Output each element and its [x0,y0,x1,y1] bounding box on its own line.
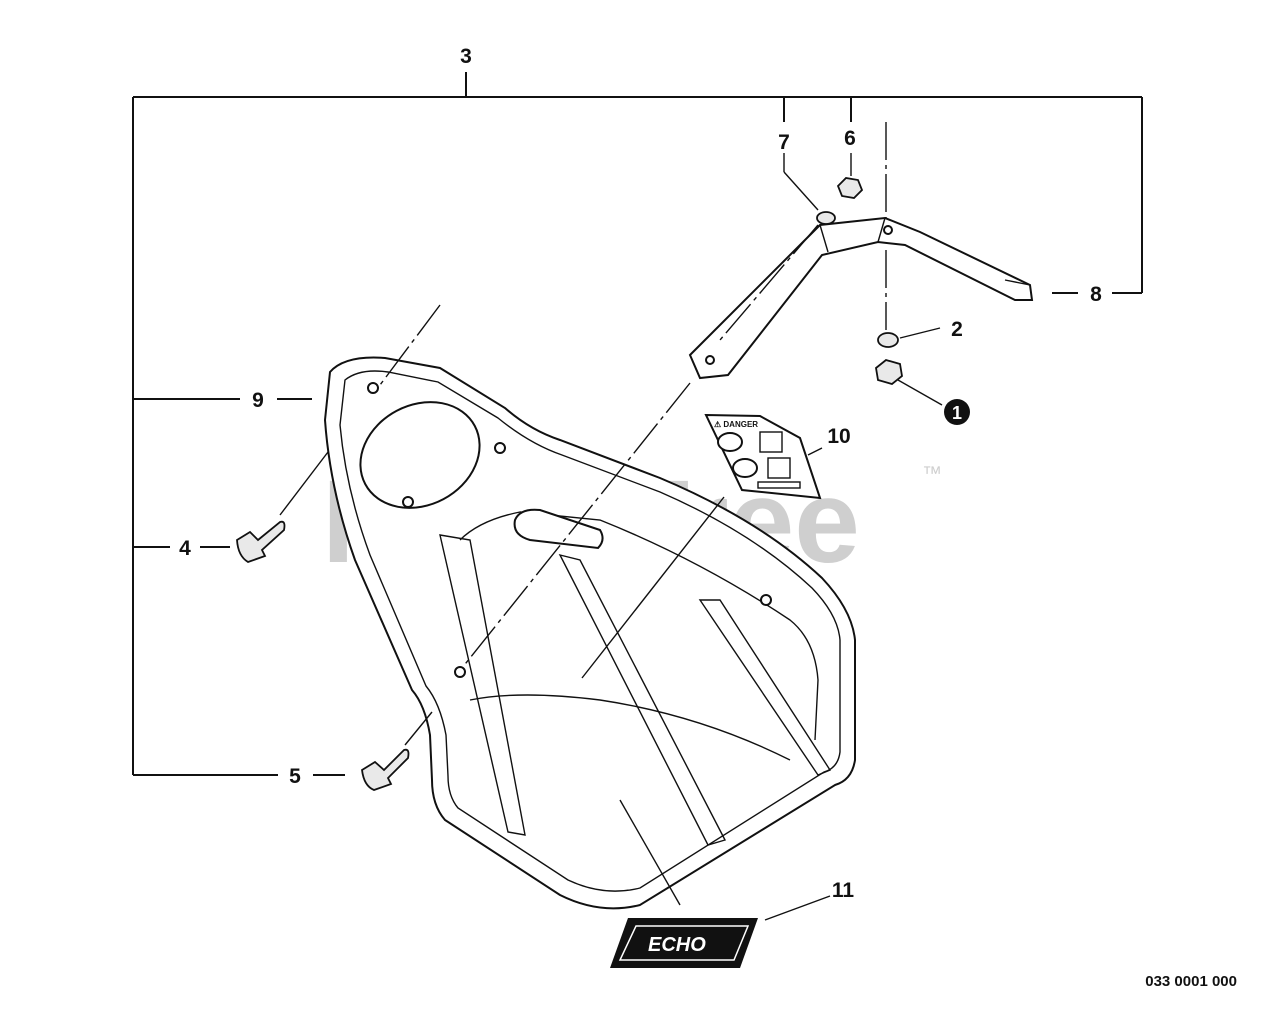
callout-1: 1 [952,403,962,423]
callout-1-badge [944,399,970,425]
callout-10: 10 [827,425,850,448]
callout-5: 5 [289,765,301,788]
assembly-bracket [132,72,1143,776]
callout-4: 4 [179,537,191,560]
logo-brand: ECHO [648,934,706,956]
danger-decal: ⚠ DANGER [704,413,822,500]
callout-9: 9 [252,389,264,412]
leader-lines [279,122,943,921]
watermark-trademark: ™ [922,463,942,485]
bracket [688,216,1034,380]
hardware [236,177,903,791]
callout-7: 7 [778,131,790,154]
decal-heading: ⚠ DANGER [714,420,758,429]
callout-8: 8 [1090,283,1102,306]
callout-6: 6 [844,127,856,150]
debris-shield [323,356,856,910]
diagram-code: 033 0001 000 [1145,973,1237,990]
echo-logo-decal: ECHO [610,918,758,968]
callout-2: 2 [951,318,963,341]
callout-11: 11 [832,879,855,902]
callout-3: 3 [460,45,472,68]
